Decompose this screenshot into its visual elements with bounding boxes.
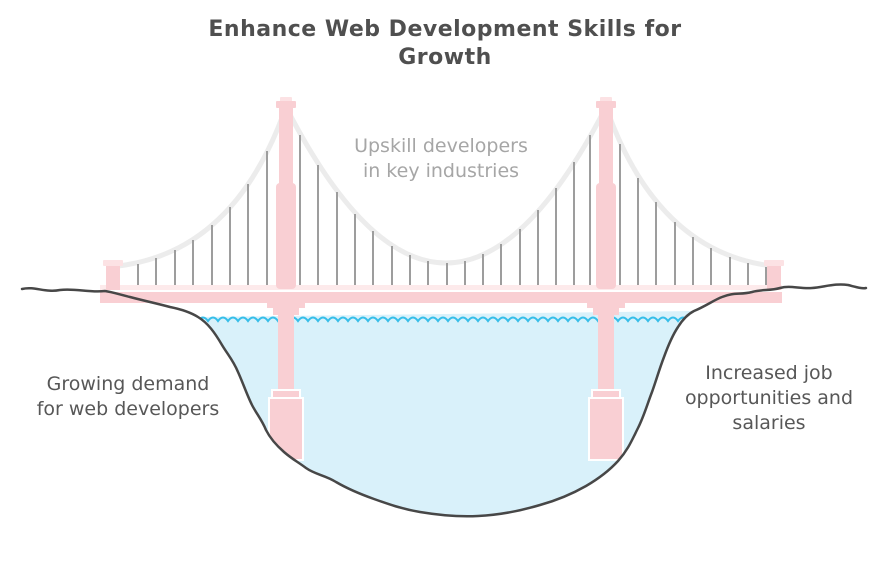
title-line-2: Growth <box>398 45 492 70</box>
label-job-opportunities: Increased job opportunities and salaries <box>684 362 854 434</box>
water-body <box>198 311 694 517</box>
tower-pier-right <box>587 301 625 461</box>
label-growing-demand: Growing demand for web developers <box>36 373 220 420</box>
bridge-tower-left <box>276 97 296 289</box>
suspension-cables <box>115 104 775 269</box>
label-upskill: Upskill developers in key industries <box>354 135 528 182</box>
hanger-cables <box>137 135 767 288</box>
cable-left-span <box>115 104 289 269</box>
anchor-pillar-right <box>764 260 784 290</box>
terrain-outline <box>20 283 868 518</box>
cable-right-span <box>603 104 775 269</box>
cable-main-span <box>283 104 609 266</box>
bridge-deck <box>100 285 782 303</box>
anchor-pillar-left <box>103 260 123 290</box>
page-title: Enhance Web Development Skills for Growt… <box>0 16 890 72</box>
bridge-tower-right <box>596 97 616 289</box>
title-line-1: Enhance Web Development Skills for <box>208 17 682 42</box>
